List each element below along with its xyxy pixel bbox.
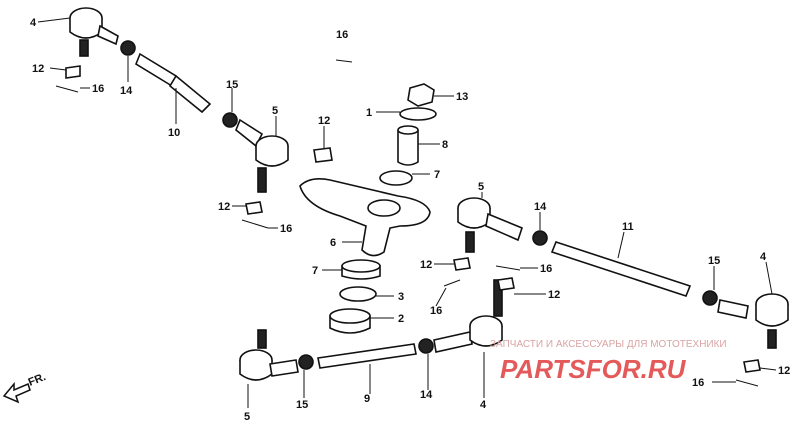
callout-4: 4 [30,17,37,29]
callout-16: 16 [540,263,552,275]
tie-rod-end-5-top [235,118,289,193]
callout-16: 16 [336,29,348,41]
callout-7: 7 [434,169,440,181]
callout-9: 9 [364,393,370,405]
bushing-12-center [313,147,333,163]
cotter-pin-16-right [735,379,759,387]
watermark-tagline: ЗАПЧАСТИ И АКСЕССУАРЫ ДЛЯ МОТОТЕХНИКИ [490,339,727,350]
callout-5: 5 [478,181,484,193]
front-direction-label: FR. [27,371,48,389]
callout-12: 12 [778,365,790,377]
nut-12-top-left [65,65,81,79]
cotter-pin-16-top [335,59,353,63]
callout-13: 13 [456,91,468,103]
lock-nut-14-top-left [120,40,136,56]
lock-nut-14-right [532,230,548,246]
callout-15: 15 [226,79,238,91]
callout-12: 12 [32,63,44,75]
callout-14: 14 [534,201,547,213]
watermark: ЗАПЧАСТИ И АКСЕССУАРЫ ДЛЯ МОТОТЕХНИКИ PA… [490,339,727,384]
tie-rod-end-4-bottom [433,279,503,353]
washer-1 [399,107,437,121]
callout-labels: 4 12 16 14 10 15 5 12 16 1 13 8 7 6 7 3 … [30,17,790,423]
tie-rod-9 [317,343,417,369]
callout-5: 5 [244,411,250,423]
watermark-brand: PARTSFOR.RU [500,354,687,384]
callout-15: 15 [296,399,308,411]
cotter-pin-16-top-left [55,85,79,93]
bushing-7-top [379,170,413,186]
nut-12-right [743,359,761,373]
tie-rod-10 [135,52,212,114]
callout-2: 2 [398,313,404,325]
bushing-7-bottom [341,259,381,280]
callout-12: 12 [218,201,230,213]
callout-12: 12 [420,259,432,271]
dust-seal-2 [329,308,371,334]
callout-10: 10 [168,127,180,139]
callout-12: 12 [548,289,560,301]
lock-nut-14-bottom [418,338,434,354]
cotter-pin-16-mid-left [241,219,269,229]
callout-16: 16 [92,83,104,95]
callout-4: 4 [480,399,487,411]
tie-rod-11 [550,241,692,297]
callout-6: 6 [330,237,336,249]
tie-rod-end-top-left [69,7,119,57]
callout-8: 8 [442,139,448,151]
lock-nut-15-right [702,290,718,306]
callout-15: 15 [708,255,720,267]
leader-lines [37,17,777,408]
callout-7: 7 [312,265,318,277]
cotter-pin-16-center-right [443,265,521,287]
nut-13 [407,83,435,107]
callout-1: 1 [366,107,372,119]
idler-arm-6 [299,178,431,257]
tie-rod-end-5-right [457,197,523,253]
tie-rod-end-4-right [717,293,789,349]
collar-8 [397,125,419,166]
washer-3 [339,286,377,302]
callout-12: 12 [318,115,330,127]
lock-nut-15-bottom [298,354,314,370]
callout-16: 16 [280,223,292,235]
callout-16: 16 [692,377,704,389]
lock-nut-15-top [222,112,238,128]
nut-12-center-right [453,257,471,271]
callout-11: 11 [622,221,634,233]
callout-5: 5 [272,105,278,117]
nut-12-bottom-right [497,277,515,291]
callout-4: 4 [760,251,767,263]
tie-rod-end-5-bottom [239,329,299,381]
front-direction-arrow: FR. [2,371,48,404]
callout-16: 16 [430,305,442,317]
nut-12-mid-left [245,201,263,215]
callout-3: 3 [398,291,404,303]
callout-14: 14 [120,85,133,97]
callout-14: 14 [420,389,433,401]
